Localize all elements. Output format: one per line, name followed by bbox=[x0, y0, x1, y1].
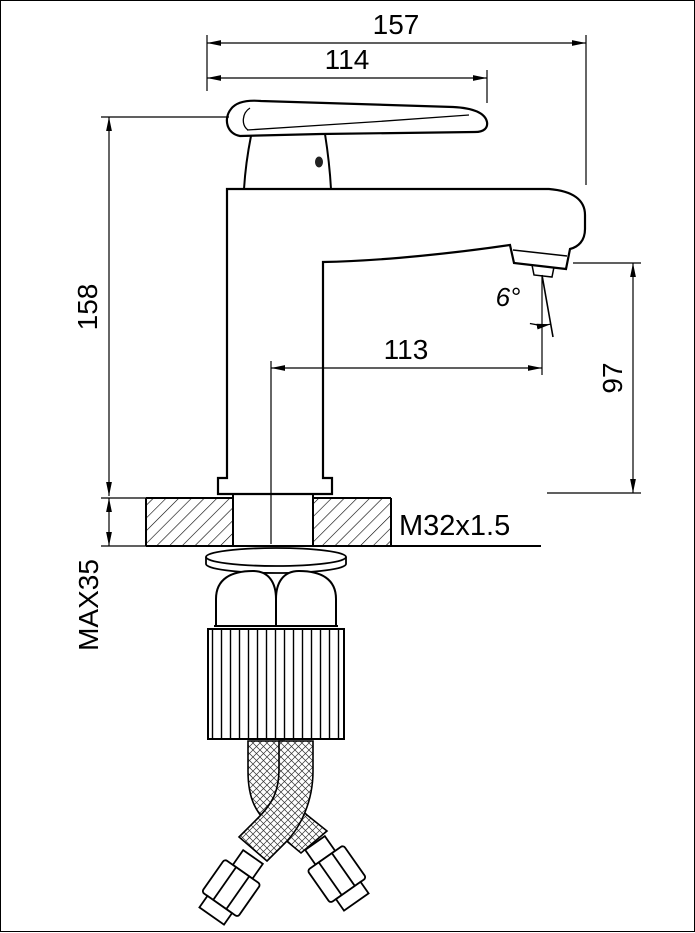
fitting-facet-line bbox=[212, 866, 237, 901]
fitting-tip bbox=[334, 880, 370, 912]
dim-113-label: 113 bbox=[384, 334, 429, 365]
dim-114-label: 114 bbox=[325, 44, 370, 75]
handle-indicator-dot bbox=[315, 156, 323, 168]
rubber-washer-top bbox=[205, 547, 347, 567]
countertop-section: M32x1.5 bbox=[145, 494, 541, 547]
hose-fitting-right bbox=[303, 834, 370, 912]
dim-max35-label: MAX35 bbox=[73, 559, 104, 651]
stream-angle-label: 6° bbox=[496, 282, 521, 312]
lever-inner-lines bbox=[242, 107, 470, 131]
dimension-max-thickness: MAX35 bbox=[73, 498, 151, 651]
counter-hatch-right bbox=[313, 498, 391, 546]
counter-hatch-left bbox=[146, 498, 233, 546]
fitting-facet-line bbox=[225, 875, 250, 910]
fitting-facet-line bbox=[331, 852, 356, 887]
dim-97-label: 97 bbox=[597, 362, 628, 393]
braided-hose-left bbox=[237, 740, 314, 863]
rubber-washer-side bbox=[205, 557, 347, 574]
dimension-total-height: 158 bbox=[72, 116, 229, 499]
lever-outline bbox=[225, 99, 489, 138]
faucet-body bbox=[216, 187, 587, 496]
dimension-spout-reach: 113 bbox=[270, 334, 542, 544]
stream-line bbox=[541, 274, 554, 338]
dimension-handle-length: 114 bbox=[207, 44, 488, 103]
aerator-detail bbox=[512, 249, 568, 278]
dimension-overall-width: 157 bbox=[206, 9, 587, 185]
mounting-hardware bbox=[205, 547, 347, 740]
thread-spec-label: M32x1.5 bbox=[399, 510, 510, 542]
fitting-facet-line bbox=[318, 861, 343, 896]
hose-fitting-left bbox=[198, 848, 265, 926]
knurled-tightening-nut bbox=[207, 628, 345, 740]
handle-neck bbox=[243, 133, 332, 190]
threaded-shank bbox=[232, 494, 314, 546]
angle-arc bbox=[529, 322, 551, 330]
dim-157-label: 157 bbox=[373, 9, 420, 40]
dim-158-label: 158 bbox=[72, 284, 103, 331]
fitting-tip bbox=[198, 894, 234, 926]
supply-hoses bbox=[198, 740, 370, 926]
lever-handle bbox=[225, 99, 489, 190]
mounting-nut bbox=[214, 569, 338, 627]
water-stream-angle: 6° bbox=[496, 274, 554, 375]
faucet-outline bbox=[216, 187, 587, 496]
dimension-outlet-height: 97 bbox=[547, 262, 641, 494]
